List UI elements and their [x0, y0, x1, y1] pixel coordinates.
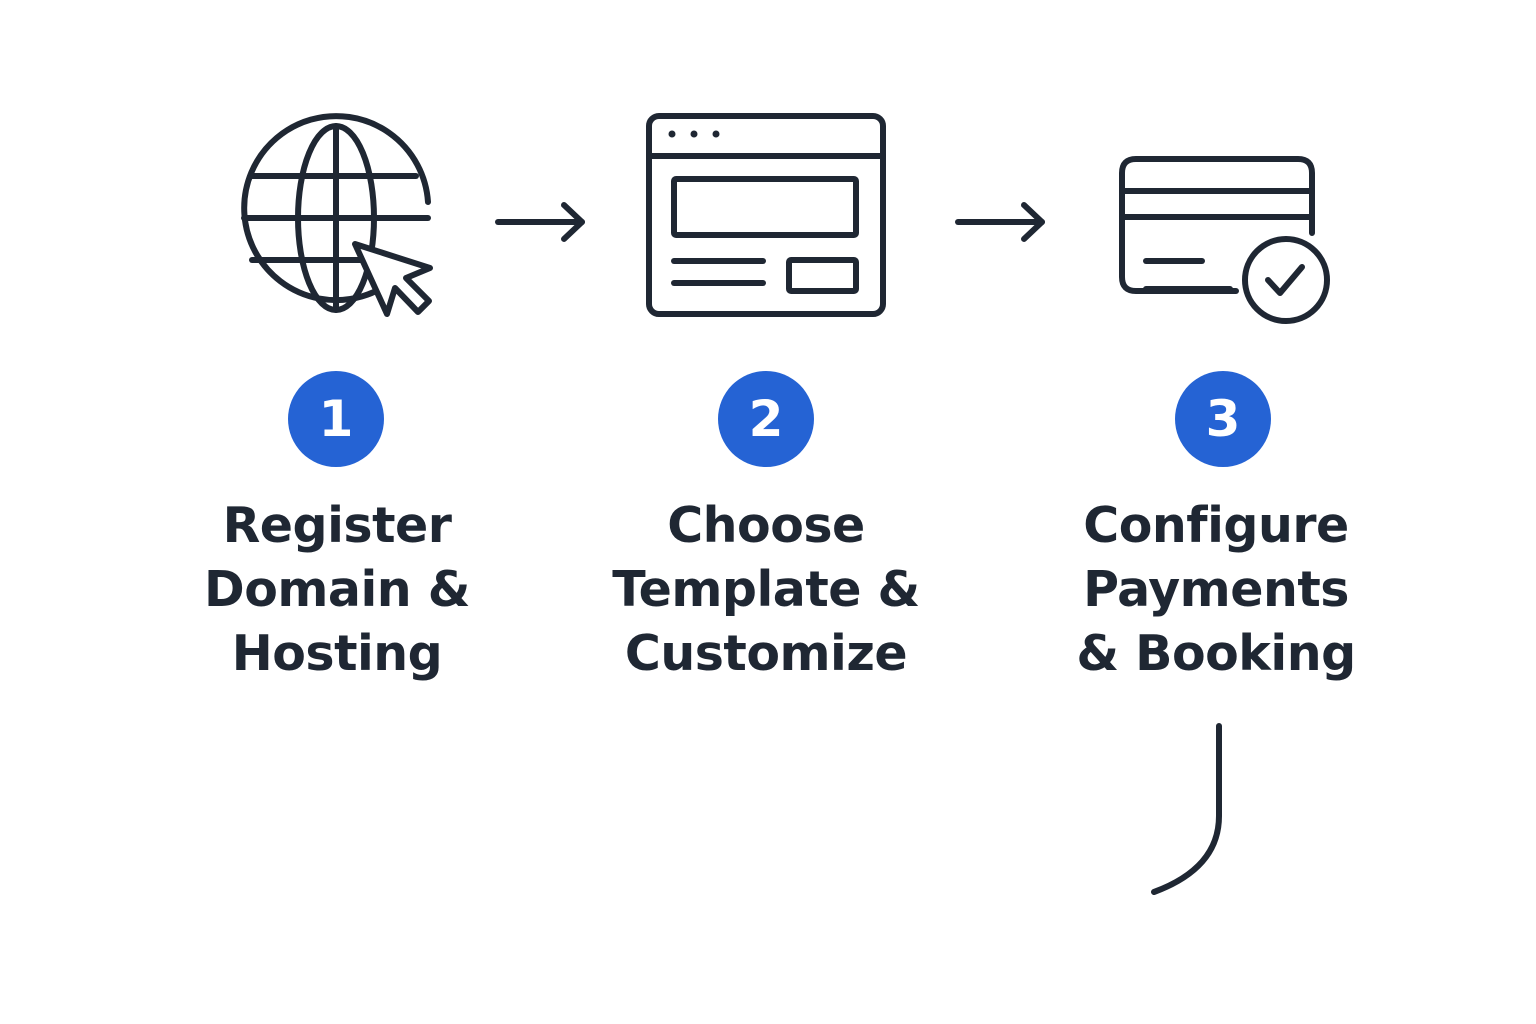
globe-cursor-icon: [236, 113, 446, 328]
step-1-label-line-2: Domain &: [204, 561, 470, 618]
step-3-label-line-3: & Booking: [1076, 625, 1356, 682]
step-2-label: Choose Template & Customize: [596, 494, 936, 686]
step-1-label: Register Domain & Hosting: [167, 494, 507, 686]
step-2-label-line-2: Template &: [612, 561, 920, 618]
arrow-right-icon: [954, 200, 1050, 244]
step-2-label-line-1: Choose: [667, 497, 865, 554]
step-1-badge: 1: [288, 371, 384, 467]
step-3-label-line-1: Configure: [1083, 497, 1349, 554]
arrow-right-icon: [494, 200, 590, 244]
step-1-label-line-3: Hosting: [231, 625, 443, 682]
step-3-badge: 3: [1175, 371, 1271, 467]
credit-card-check-icon: [1118, 155, 1338, 330]
step-3-label-line-2: Payments: [1083, 561, 1349, 618]
curved-connector-line: [1140, 718, 1240, 908]
browser-window-icon: [645, 112, 889, 320]
step-3-label: Configure Payments & Booking: [1046, 494, 1386, 686]
step-1-label-line-1: Register: [222, 497, 452, 554]
step-2-label-line-3: Customize: [624, 625, 908, 682]
step-2-badge: 2: [718, 371, 814, 467]
